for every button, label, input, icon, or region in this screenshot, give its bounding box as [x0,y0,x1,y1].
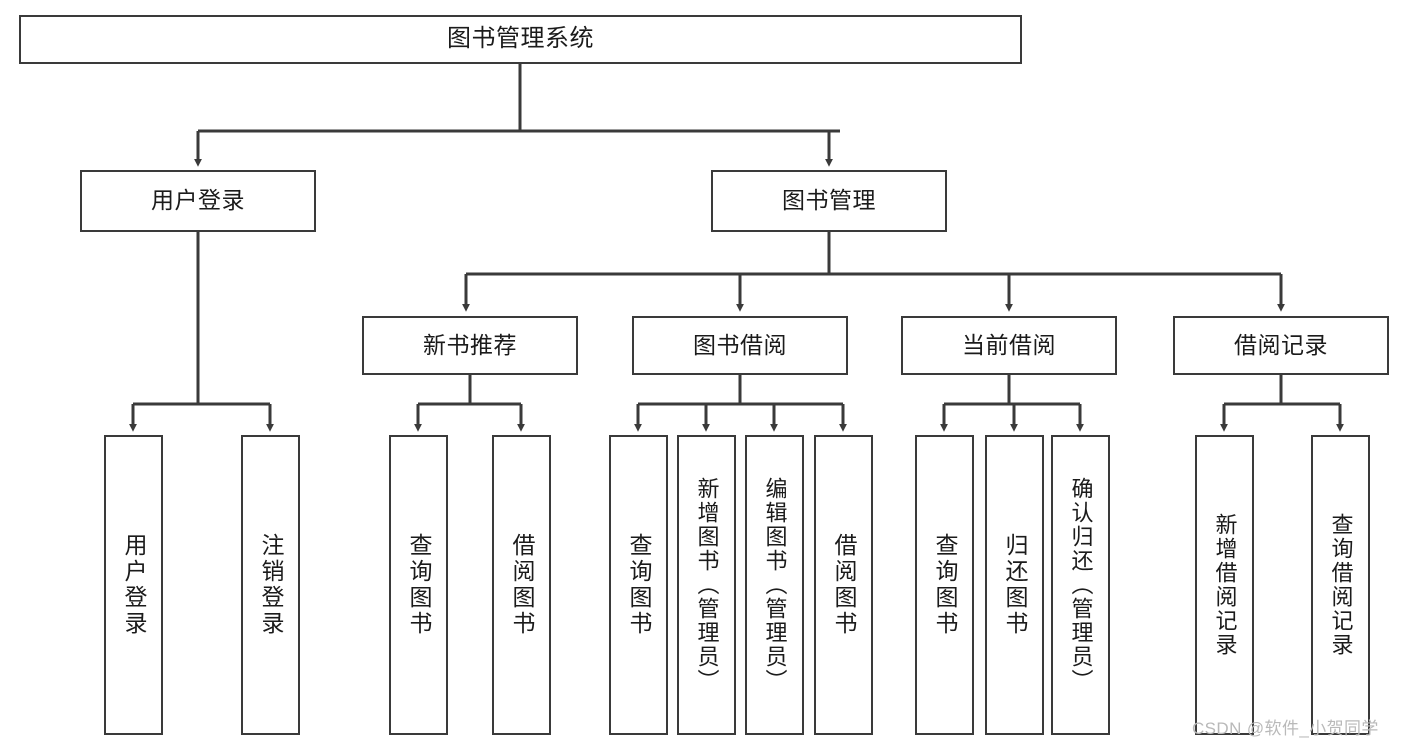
leaf-new-book-borrow[interactable]: 借阅图书 [492,435,551,735]
leaf-current-borrow-query-label: 查询图书 [932,533,958,637]
leaf-user-login-signout-label: 注销登录 [258,533,284,637]
leaf-new-book-query[interactable]: 查询图书 [389,435,448,735]
leaf-book-borrow-add-label: 新增图书（管理员） [694,477,720,693]
leaf-new-book-query-label: 查询图书 [406,533,432,637]
leaf-new-book-borrow-label: 借阅图书 [509,533,535,637]
leaf-book-borrow-query-label: 查询图书 [626,533,652,637]
leaf-book-borrow-add[interactable]: 新增图书（管理员） [677,435,736,735]
node-root[interactable]: 图书管理系统 [19,15,1022,64]
node-book-borrow[interactable]: 图书借阅 [632,316,848,375]
leaf-borrow-record-add[interactable]: 新增借阅记录 [1195,435,1254,735]
leaf-current-borrow-query[interactable]: 查询图书 [915,435,974,735]
node-user-login-label: 用户登录 [151,187,245,214]
leaf-current-borrow-return[interactable]: 归还图书 [985,435,1044,735]
csdn-watermark: CSDN @软件_小贺同学 [1192,719,1379,738]
node-current-borrow[interactable]: 当前借阅 [901,316,1117,375]
leaf-current-borrow-confirm-return-label: 确认归还（管理员） [1068,477,1094,693]
node-user-login[interactable]: 用户登录 [80,170,316,232]
leaf-borrow-record-add-label: 新增借阅记录 [1212,513,1238,657]
node-borrow-record[interactable]: 借阅记录 [1173,316,1389,375]
node-book-management-label: 图书管理 [782,187,876,214]
node-new-book-recommend[interactable]: 新书推荐 [362,316,578,375]
leaf-user-login-signin[interactable]: 用户登录 [104,435,163,735]
leaf-user-login-signout[interactable]: 注销登录 [241,435,300,735]
leaf-book-borrow-borrow[interactable]: 借阅图书 [814,435,873,735]
leaf-current-borrow-return-label: 归还图书 [1002,533,1028,637]
node-book-management[interactable]: 图书管理 [711,170,947,232]
leaf-book-borrow-query[interactable]: 查询图书 [609,435,668,735]
node-book-borrow-label: 图书借阅 [693,331,787,358]
node-new-book-recommend-label: 新书推荐 [423,331,517,358]
node-root-label: 图书管理系统 [447,25,594,53]
leaf-book-borrow-borrow-label: 借阅图书 [831,533,857,637]
leaf-current-borrow-confirm-return[interactable]: 确认归还（管理员） [1051,435,1110,735]
leaf-borrow-record-query[interactable]: 查询借阅记录 [1311,435,1370,735]
leaf-book-borrow-edit[interactable]: 编辑图书（管理员） [745,435,804,735]
leaf-book-borrow-edit-label: 编辑图书（管理员） [762,477,788,693]
node-borrow-record-label: 借阅记录 [1234,331,1328,358]
node-current-borrow-label: 当前借阅 [962,331,1056,358]
leaf-user-login-signin-label: 用户登录 [121,533,147,637]
leaf-borrow-record-query-label: 查询借阅记录 [1328,513,1354,657]
